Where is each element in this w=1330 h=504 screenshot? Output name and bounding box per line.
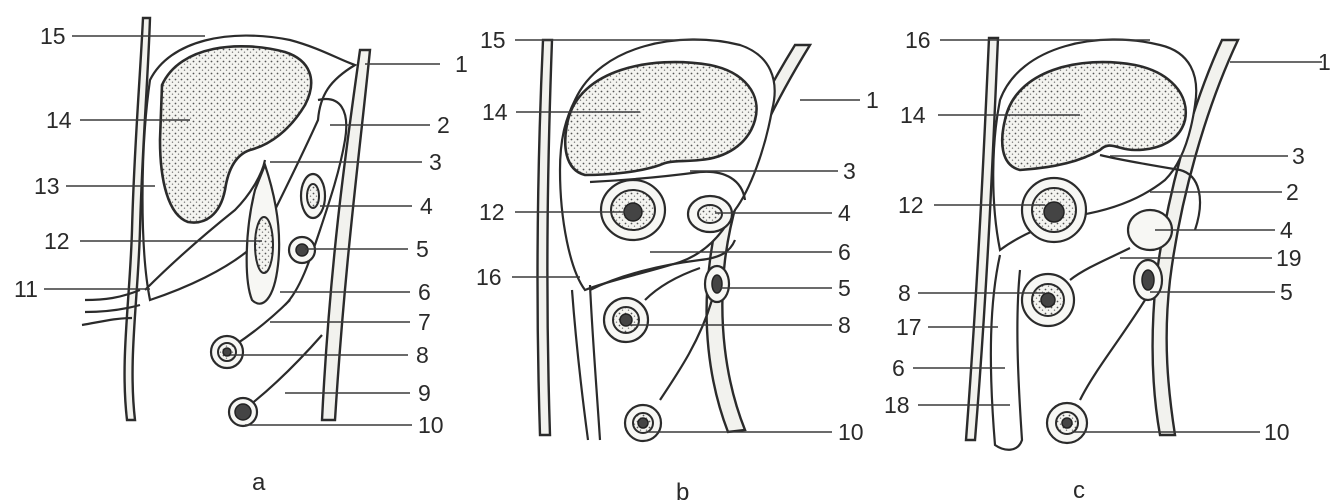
- panel-a-label: 2: [437, 112, 450, 138]
- panel-a-label: 10: [418, 412, 444, 438]
- panel-a-right-wall: [322, 50, 370, 420]
- panel-a-label: 6: [418, 279, 431, 305]
- panel-b-mesentery-10: [660, 300, 712, 400]
- panel-b-mesentery-8: [645, 268, 700, 300]
- panel-b-label: 8: [838, 312, 851, 338]
- panel-a-label: 7: [418, 309, 431, 335]
- panel-a-label: 15: [40, 23, 66, 49]
- panel-c-label: 18: [884, 392, 910, 418]
- panel-a-vessel-4-inner: [307, 184, 319, 208]
- panel-c-caption: c: [1073, 477, 1085, 504]
- panel-a-vessel-8-core: [223, 348, 231, 356]
- panel-a-vessel-5-core: [296, 244, 308, 256]
- panel-c-vessel-5-core: [1142, 270, 1154, 290]
- panel-b-tube: [572, 285, 600, 440]
- panel-b-vessel-5-core: [712, 275, 722, 293]
- panel-a-label: 4: [420, 193, 433, 219]
- panel-c-label: 17: [896, 314, 922, 340]
- panel-a-vessel-12-inner: [255, 217, 273, 273]
- panel-c-left-wall: [966, 38, 998, 440]
- panel-c-label: 10: [1264, 419, 1290, 445]
- panel-b-label: 12: [479, 199, 505, 225]
- panel-c-label: 3: [1292, 143, 1305, 169]
- panel-c-vessel-12-core: [1044, 202, 1064, 222]
- panel-b-label: 1: [866, 87, 879, 113]
- panel-b-label: 10: [838, 419, 864, 445]
- panel-a-label: 1: [455, 51, 468, 77]
- panel-a-label: 11: [14, 276, 38, 302]
- panel-c-vessel-8-core: [1041, 293, 1055, 307]
- panel-a-label: 12: [44, 228, 70, 254]
- panel-b-vessel-4-inner: [698, 205, 722, 223]
- panel-a-label: 5: [416, 236, 429, 262]
- panel-c-label: 12: [898, 192, 924, 218]
- panel-b-vessel-12-core: [624, 203, 642, 221]
- panel-a-label: 8: [416, 342, 429, 368]
- panel-b-label: 4: [838, 200, 851, 226]
- panel-b-vessel-10-core: [638, 418, 648, 428]
- panel-b-label: 15: [480, 27, 506, 53]
- panel-c-vessel-10-core: [1062, 418, 1072, 428]
- panel-a-caption: a: [252, 469, 266, 496]
- panel-c-label: 2: [1286, 179, 1299, 205]
- panel-c-label: 5: [1280, 279, 1293, 305]
- panel-b-label: 14: [482, 99, 508, 125]
- panel-b-label: 5: [838, 275, 851, 301]
- panel-c-label: 6: [892, 355, 905, 381]
- panel-b-label: 6: [838, 239, 851, 265]
- panel-b-label: 16: [476, 264, 502, 290]
- panel-a-label: 3: [429, 149, 442, 175]
- panel-c-label: 8: [898, 280, 911, 306]
- panel-c-label: 1: [1318, 49, 1330, 75]
- panel-a-label: 9: [418, 380, 431, 406]
- panel-c: 16 14 12 8 17 6 18 1 3 2 4 19 5 10 c: [884, 27, 1330, 504]
- panel-b: 15 14 12 16 1 3 4 6 5 8 10 b: [476, 27, 879, 504]
- panel-b-caption: b: [676, 479, 689, 504]
- panel-c-label: 4: [1280, 217, 1293, 243]
- panel-c-mesentery-10: [1080, 300, 1145, 400]
- panel-b-label: 3: [843, 158, 856, 184]
- panel-a-vessel-10-core: [235, 404, 251, 420]
- panel-c-label: 19: [1276, 245, 1302, 271]
- panel-a: 15 14 13 12 11 1 2 3 4 5 6 7 8 9 10 a: [14, 18, 468, 496]
- panel-c-tube: [991, 255, 1022, 450]
- panel-c-label: 14: [900, 102, 926, 128]
- panel-a-label: 14: [46, 107, 72, 133]
- panel-c-mesentery-19: [1070, 248, 1130, 280]
- panel-a-mesentery-9: [250, 335, 322, 405]
- panel-b-left-wall: [537, 40, 552, 435]
- panel-a-label: 13: [34, 173, 60, 199]
- panel-c-label: 16: [905, 27, 931, 53]
